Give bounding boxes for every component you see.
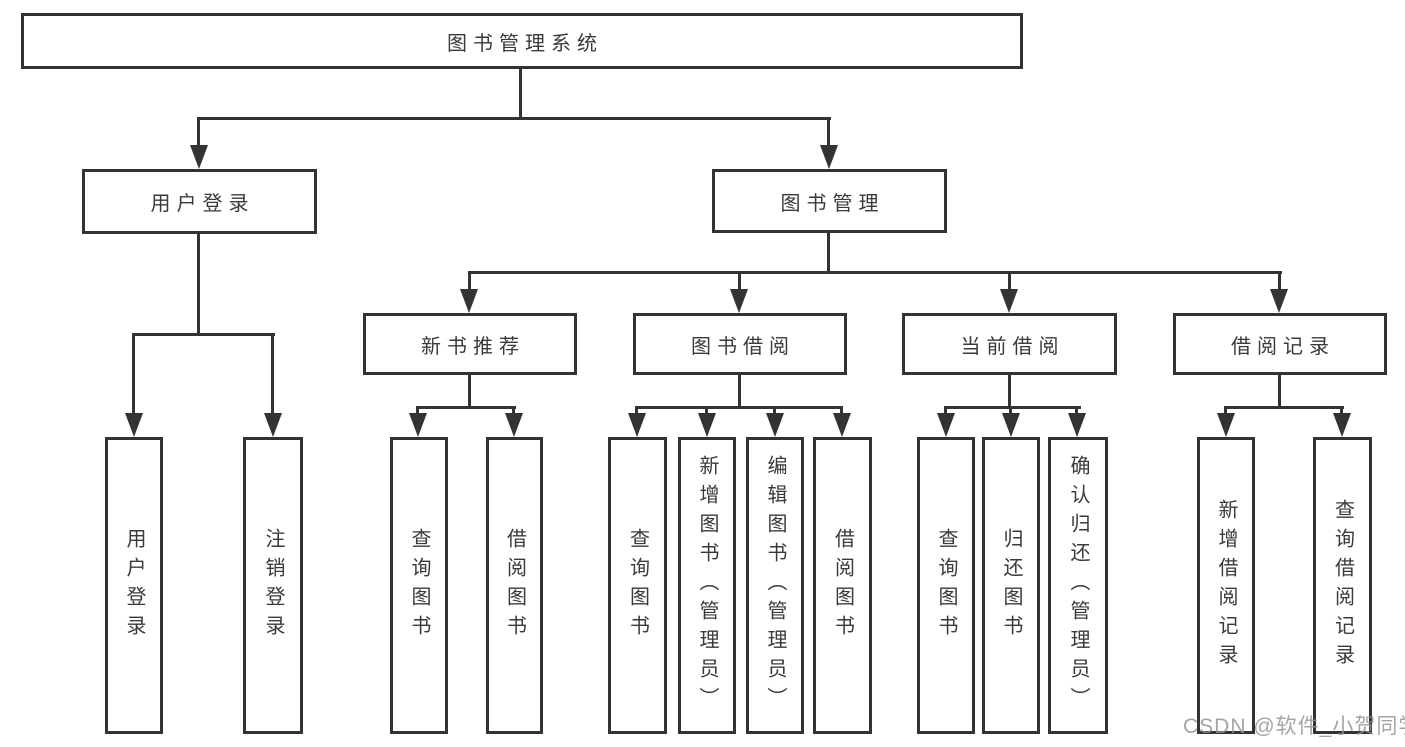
leaf-query-borrow-record-label: 查询借阅记录 — [1331, 498, 1354, 673]
node-borrow-records: 借阅记录 — [1173, 313, 1387, 375]
arrow-down-icon — [766, 413, 784, 437]
leaf-query-books-current-label: 查询图书 — [935, 527, 957, 644]
connector-line-h — [635, 406, 843, 409]
arrow-down-icon — [698, 413, 716, 437]
arrow-down-icon — [628, 413, 646, 437]
arrow-down-icon — [505, 413, 523, 437]
leaf-borrow-books-label: 借阅图书 — [831, 527, 854, 644]
leaf-query-books-recommend-label: 查询图书 — [408, 527, 430, 644]
node-book-management: 图书管理 — [712, 169, 947, 233]
arrow-down-icon — [1068, 413, 1086, 437]
connector-line-h — [468, 271, 1282, 274]
arrow-down-icon — [820, 145, 838, 169]
connector-line-v — [1224, 406, 1227, 413]
leaf-query-books-current: 查询图书 — [917, 437, 975, 734]
connector-line-v — [773, 406, 776, 413]
leaf-borrow-books-recommend: 借阅图书 — [486, 437, 543, 734]
connector-line-v — [944, 406, 947, 413]
leaf-borrow-books: 借阅图书 — [813, 437, 872, 734]
connector-line-v — [1008, 271, 1011, 290]
arrow-down-icon — [1333, 413, 1351, 437]
arrow-down-icon — [264, 413, 282, 437]
node-root-label: 图书管理系统 — [447, 32, 603, 55]
arrow-down-icon — [1002, 413, 1020, 437]
watermark-text: CSDN @软件_小贺同学 — [1183, 715, 1405, 738]
arrow-down-icon — [125, 413, 143, 437]
leaf-return-books-label: 归还图书 — [1000, 527, 1022, 644]
arrow-down-icon — [937, 413, 955, 437]
connector-line-v — [738, 271, 741, 290]
leaf-borrow-books-recommend-label: 借阅图书 — [503, 527, 526, 644]
node-book-borrow: 图书借阅 — [633, 313, 847, 375]
connector-line-v — [197, 117, 200, 146]
leaf-query-books-borrow-label: 查询图书 — [626, 527, 649, 644]
connector-line-v — [827, 117, 830, 146]
connector-line-h — [197, 117, 831, 120]
connector-line-v — [1075, 406, 1078, 413]
node-current-borrow-label: 当前借阅 — [960, 335, 1065, 358]
arrow-down-icon — [1000, 289, 1018, 313]
connector-line-v — [1009, 406, 1012, 413]
leaf-user-login: 用户登录 — [105, 437, 163, 734]
node-book-management-label: 图书管理 — [780, 192, 885, 215]
connector-line-v — [132, 333, 135, 413]
arrow-down-icon — [1270, 289, 1288, 313]
leaf-add-borrow-record-label: 新增借阅记录 — [1215, 498, 1237, 673]
leaf-logout-label: 注销登录 — [262, 527, 284, 644]
connector-line-v — [1008, 374, 1011, 409]
arrow-down-icon — [833, 413, 851, 437]
leaf-add-books-admin: 新增图书（管理员） — [678, 437, 736, 734]
connector-line-v — [635, 406, 638, 413]
connector-line-v — [271, 333, 274, 413]
leaf-return-books: 归还图书 — [982, 437, 1040, 734]
connector-line-v — [1278, 374, 1281, 409]
connector-line-v — [468, 271, 471, 290]
node-new-book-recommend: 新书推荐 — [363, 313, 577, 375]
connector-line-v — [738, 373, 741, 409]
node-current-borrow: 当前借阅 — [902, 313, 1117, 375]
connector-line-v — [705, 406, 708, 413]
connector-line-v — [1340, 406, 1343, 413]
connector-line-v — [1278, 271, 1281, 290]
node-root: 图书管理系统 — [21, 13, 1023, 69]
connector-line-v — [519, 68, 522, 120]
leaf-user-login-label: 用户登录 — [123, 527, 145, 644]
connector-line-h — [132, 333, 275, 336]
arrow-down-icon — [730, 289, 748, 313]
connector-line-h — [944, 406, 1081, 409]
connector-line-v — [840, 406, 843, 413]
connector-line-v — [197, 233, 200, 336]
leaf-query-borrow-record: 查询借阅记录 — [1313, 437, 1372, 734]
leaf-confirm-return-admin: 确认归还（管理员） — [1048, 437, 1108, 734]
leaf-add-books-admin-label: 新增图书（管理员） — [696, 455, 718, 716]
node-borrow-records-label: 借阅记录 — [1231, 335, 1335, 358]
connector-line-v — [416, 406, 419, 413]
node-new-book-recommend-label: 新书推荐 — [421, 335, 525, 358]
arrow-down-icon — [1217, 413, 1235, 437]
leaf-confirm-return-admin-label: 确认归还（管理员） — [1067, 455, 1089, 716]
connector-line-h — [416, 406, 516, 409]
leaf-add-borrow-record: 新增借阅记录 — [1197, 437, 1255, 734]
node-user-login-label: 用户登录 — [150, 193, 255, 215]
connector-line-v — [827, 232, 830, 274]
node-book-borrow-label: 图书借阅 — [691, 335, 795, 358]
leaf-edit-books-admin: 编辑图书（管理员） — [746, 437, 804, 734]
node-user-login: 用户登录 — [82, 169, 317, 234]
connector-line-h — [1224, 406, 1344, 409]
leaf-edit-books-admin-label: 编辑图书（管理员） — [764, 455, 786, 716]
connector-line-v — [512, 406, 515, 413]
arrow-down-icon — [190, 145, 208, 169]
connector-line-v — [468, 373, 471, 409]
leaf-query-books-recommend: 查询图书 — [390, 437, 448, 734]
arrow-down-icon — [409, 413, 427, 437]
leaf-query-books-borrow: 查询图书 — [608, 437, 667, 734]
arrow-down-icon — [460, 289, 478, 313]
leaf-logout: 注销登录 — [243, 437, 303, 734]
